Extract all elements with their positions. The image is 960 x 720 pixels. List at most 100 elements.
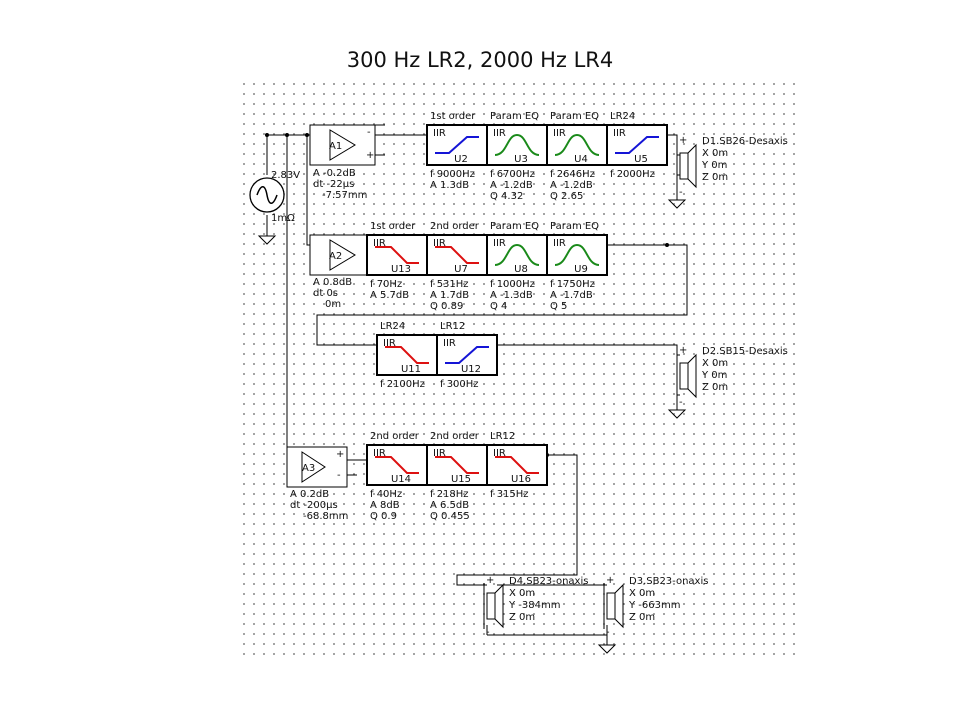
driver-name: D2.SB15-Desaxis (702, 346, 788, 357)
filter-id: U5 (634, 154, 648, 165)
filter-iir-label: IIR (613, 128, 626, 139)
lowpass-curve-icon (375, 246, 419, 264)
highpass-curve-icon (445, 346, 489, 364)
filter-param: f 40Hz (370, 489, 402, 500)
schematic-canvas: 2.83V 1mΩ A1 - + A -0.2dB dt -22µs -7.57… (240, 80, 800, 662)
filter-param: Q 0.89 (430, 301, 463, 312)
lowpass-curve-icon (435, 456, 479, 474)
filter-box (606, 124, 668, 166)
filter-iir-label: IIR (553, 128, 566, 139)
speaker-plus: + (679, 345, 687, 356)
amplifier-plus: + (366, 150, 374, 161)
wire-source-top (266, 134, 287, 175)
lowpass-curve-icon (375, 456, 419, 474)
filter-param: f 531Hz (430, 279, 469, 290)
speaker-magnet-icon (679, 152, 689, 180)
amplifier-triangle-icon (329, 239, 356, 271)
filter-iir-label: IIR (383, 338, 396, 349)
filter-type-label: Param EQ (550, 111, 599, 122)
filter-param: Q 0.455 (430, 511, 470, 522)
filter-param: A -1.7dB (550, 290, 593, 301)
highpass-curve-icon (435, 136, 479, 154)
amplifier-box (286, 446, 348, 488)
wire-u12-d2 (497, 344, 680, 356)
driver-name: D3.SB23-onaxis (629, 576, 708, 587)
driver-name: D1.SB26-Desaxis (702, 136, 788, 147)
filter-param: A -1.3dB (490, 290, 533, 301)
wire-bus-a2 (287, 134, 310, 246)
junction-dot (305, 133, 309, 137)
speaker-magnet-icon (606, 592, 616, 620)
driver-x: X 0m (509, 588, 535, 599)
filter-iir-label: IIR (493, 128, 506, 139)
a2-dist: 0m (325, 299, 341, 310)
amplifier-minus: - (367, 127, 371, 138)
amplifier-box (309, 234, 376, 276)
amplifier-triangle-icon (329, 129, 356, 161)
driver-x: X 0m (629, 588, 655, 599)
ground-icon (667, 399, 687, 419)
amplifier-a3[interactable]: A3 + - (286, 446, 348, 488)
filter-param: A 8dB (370, 500, 400, 511)
speaker-minus: - (679, 187, 683, 198)
filter-param: f 1750Hz (550, 279, 595, 290)
filter-iir-label: IIR (443, 338, 456, 349)
a1-dist: -7.57mm (322, 190, 367, 201)
driver-y: Y -663mm (628, 600, 680, 611)
filter-id: U3 (514, 154, 528, 165)
filter-param: f 315Hz (490, 489, 529, 500)
filter-type-label: LR24 (380, 321, 405, 332)
filter-id: U11 (401, 364, 421, 375)
amplifier-a1[interactable]: A1 - + (309, 124, 376, 166)
amplifier-name: A3 (302, 463, 315, 474)
bell-curve-icon (494, 243, 540, 266)
filter-type-label: LR12 (490, 431, 515, 442)
filter-box (486, 444, 548, 486)
driver-z: Z 0m (702, 382, 728, 393)
amplifier-name: A2 (329, 251, 342, 262)
filter-type-label: 2nd order (370, 431, 420, 442)
filter-param: Q 4 (490, 301, 507, 312)
a3-gain: A 0.2dB (290, 489, 329, 500)
filter-id: U2 (454, 154, 468, 165)
filter-param: f 6700Hz (490, 169, 535, 180)
filter-param: f 2646Hz (550, 169, 595, 180)
voltage-source[interactable]: 2.83V 1mΩ (249, 170, 300, 245)
a3-delay: dt -200µs (290, 500, 338, 511)
filter-type-label: 1st order (370, 221, 416, 232)
lowpass-curve-icon (435, 246, 479, 264)
filter-id: U14 (391, 474, 411, 485)
filter-param: f 300Hz (440, 379, 479, 390)
speaker-magnet-icon (679, 362, 689, 390)
filter-type-label: 2nd order (430, 221, 480, 232)
filter-param: f 9000Hz (430, 169, 475, 180)
filter-param: Q 0.9 (370, 511, 397, 522)
filter-iir-label: IIR (433, 238, 446, 249)
lowpass-curve-icon (385, 346, 429, 364)
amplifier-a2[interactable]: A2 - + (309, 234, 376, 276)
filter-param: A 5.7dB (370, 290, 409, 301)
filter-type-label: Param EQ (490, 111, 539, 122)
filter-box (486, 124, 548, 166)
lowpass-curve-icon (495, 456, 539, 474)
filter-box (546, 124, 608, 166)
driver-x: X 0m (702, 358, 728, 369)
